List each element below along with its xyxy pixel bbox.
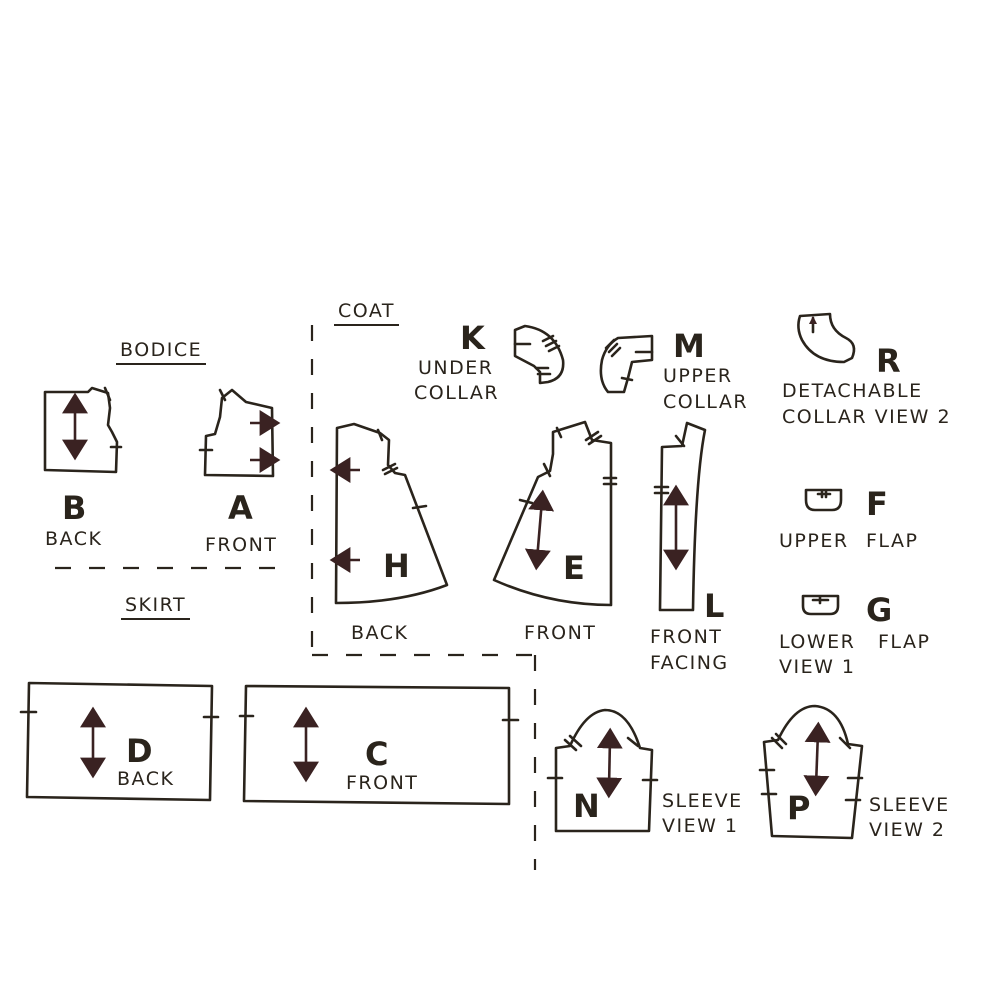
piece-label-b: BACK (45, 528, 103, 550)
piece-g-lower-flap-shape (801, 594, 840, 616)
piece-letter-p: P (787, 789, 811, 827)
piece-label-n-line2: VIEW 1 (662, 815, 739, 837)
piece-letter-l: L (704, 587, 725, 625)
piece-b-bodice-back-shape (43, 386, 123, 474)
piece-label-n-line1: SLEEVE (662, 790, 743, 812)
piece-label-g-line3: VIEW 1 (779, 656, 856, 678)
piece-letter-e: E (563, 549, 585, 587)
piece-label-f-line1: UPPER (779, 530, 849, 552)
piece-label-p-line2: VIEW 2 (869, 819, 946, 841)
piece-label-d: BACK (117, 768, 175, 790)
piece-label-k-line1: UNDER (418, 357, 494, 379)
piece-letter-n: N (573, 787, 600, 825)
section-heading-bodice: BODICE (116, 339, 207, 365)
piece-a-bodice-front-shape (198, 388, 281, 478)
piece-p-sleeve-view2-shape (758, 704, 864, 840)
piece-label-m-line1: UPPER (663, 365, 733, 387)
piece-label-l-line2: FACING (650, 652, 729, 674)
dashed-dividers (55, 325, 537, 870)
piece-letter-r: R (876, 342, 901, 380)
piece-label-m-line2: COLLAR (663, 391, 749, 413)
piece-n-sleeve-view1-shape (546, 708, 659, 833)
piece-letter-c: C (365, 735, 389, 773)
piece-label-r-line1: DETACHABLE (782, 380, 923, 402)
piece-h-coat-back-shape (329, 422, 449, 605)
piece-letter-m: M (673, 327, 705, 365)
piece-label-f-line2: FLAP (866, 530, 919, 552)
piece-label-p-line1: SLEEVE (869, 794, 950, 816)
piece-letter-b: B (62, 489, 87, 527)
piece-r-detachable-collar-shape (797, 312, 856, 364)
section-heading-coat: COAT (334, 300, 400, 326)
piece-label-g-line2: FLAP (878, 631, 931, 653)
piece-f-upper-flap-shape (804, 488, 843, 512)
piece-label-h: BACK (351, 622, 409, 644)
piece-l-front-facing-shape (653, 421, 707, 612)
piece-e-coat-front-shape (492, 420, 618, 607)
section-heading-skirt: SKIRT (121, 594, 191, 620)
piece-label-e: FRONT (524, 622, 597, 644)
piece-letter-a: A (228, 489, 253, 527)
piece-k-under-collar-shape (513, 324, 565, 385)
piece-m-upper-collar-shape (599, 334, 654, 394)
piece-label-a: FRONT (205, 534, 278, 556)
piece-d-skirt-back-shape (19, 681, 220, 802)
piece-c-skirt-front-shape (238, 684, 520, 806)
piece-letter-k: K (460, 319, 485, 357)
piece-label-l-line1: FRONT (650, 626, 723, 648)
piece-label-r-line2: COLLAR VIEW 2 (782, 406, 952, 428)
piece-letter-d: D (126, 732, 153, 770)
piece-label-g-line1: LOWER (779, 631, 856, 653)
piece-label-k-line2: COLLAR (414, 382, 500, 404)
piece-letter-g: G (866, 591, 893, 629)
piece-letter-f: F (866, 485, 888, 523)
piece-letter-h: H (383, 547, 410, 585)
piece-label-c: FRONT (346, 772, 419, 794)
